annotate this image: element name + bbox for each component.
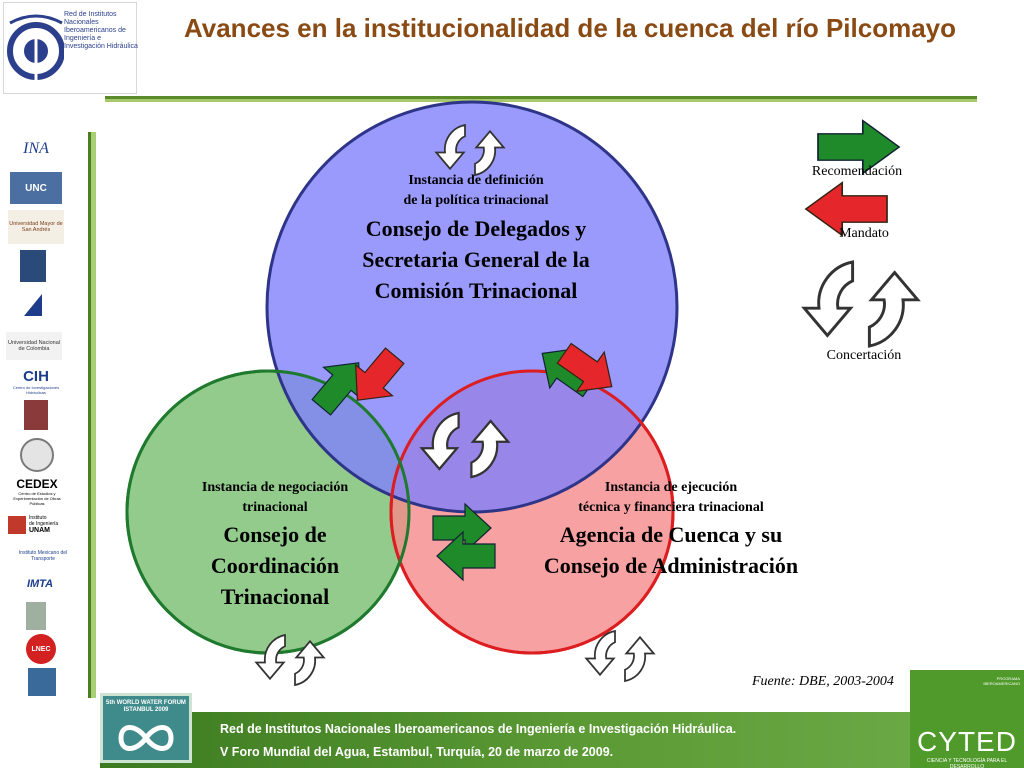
left-subtitle-2: trinacional — [242, 500, 308, 515]
wwf-infinity-icon — [118, 725, 174, 751]
cyted-logo: PROGRAMA IBEROAMERICANO CYTED CIENCIA Y … — [910, 670, 1024, 768]
right-circle-outline — [389, 369, 675, 655]
world-water-forum-logo: 5th WORLD WATER FORUM ISTANBUL 2009 — [100, 693, 192, 763]
source-note: Fuente: DBE, 2003-2004 — [752, 674, 894, 689]
top-circle — [265, 100, 679, 514]
ina-logo: INA — [23, 140, 49, 157]
triangle-logo-icon — [22, 290, 44, 320]
building-logo-icon — [28, 668, 56, 696]
title-divider — [105, 96, 977, 102]
left-circle-title: Consejo de Coordinación Trinacional — [210, 522, 340, 609]
umsa-logo: Universidad Mayor de San Andrés — [8, 210, 64, 244]
cih-logo: CIH Centro de Investigaciones Hidráulica… — [12, 367, 60, 395]
crest-logo-icon — [24, 400, 48, 430]
figure-logo-icon — [26, 602, 46, 630]
cyted-subtitle: CIENCIA Y TECNOLOGÍA PARA EL DESARROLLO — [926, 758, 1008, 768]
cyted-title: CYTED — [917, 726, 1017, 757]
imta-logo: IMTA — [26, 578, 54, 590]
institution-logos: INA UNC Universidad Mayor de San Andrés … — [0, 128, 88, 698]
legend-concertation-label: Concertación — [826, 348, 902, 363]
top-subtitle-2: de la política trinacional — [403, 193, 549, 208]
cedex-logo: CEDEX Centro de Estudios y Experimentaci… — [13, 476, 61, 506]
unc-logo: UNC — [10, 172, 62, 204]
cyted-program-text: PROGRAMA IBEROAMERICANO — [983, 676, 1020, 686]
slide-title: Avances en la institucionalidad de la cu… — [183, 13, 957, 43]
network-emblem-icon — [7, 14, 64, 81]
footer-line-1: Red de Institutos Nacionales Iberoameric… — [220, 722, 737, 736]
round-seal-icon — [20, 438, 54, 472]
lnec-logo: LNEC — [26, 634, 56, 664]
network-logo-text: Red de Institutos Nacionales Iberoameric… — [64, 11, 138, 50]
top-subtitle-1: Instancia de definición — [408, 173, 544, 188]
right-subtitle-2: técnica y financiera trinacional — [578, 500, 764, 515]
unal-logo: Universidad Nacional de Colombia — [6, 332, 62, 360]
shield-logo-icon — [20, 250, 46, 282]
top-circle-title: Consejo de Delegados y Secretaria Genera… — [362, 216, 590, 303]
unam-logo: Instituto de Ingeniería UNAM — [8, 512, 70, 538]
legend-concertation-icon — [802, 260, 920, 348]
unam-mark-icon — [8, 516, 26, 534]
footer-bar — [100, 712, 910, 768]
network-logo: Red de Institutos Nacionales Iberoameric… — [3, 2, 138, 94]
imt-logo: Instituto Mexicano del Transporte — [18, 550, 68, 562]
right-circle-title: Agencia de Cuenca y su Consejo de Admini… — [543, 522, 799, 578]
right-subtitle-1: Instancia de ejecución — [604, 480, 738, 495]
sidebar-divider — [88, 132, 96, 698]
left-subtitle-1: Instancia de negociación — [201, 480, 349, 495]
legend-mandate-label: Mandato — [839, 226, 889, 241]
wwf-title: 5th WORLD WATER FORUM ISTANBUL 2009 — [106, 700, 186, 713]
footer-line-2: V Foro Mundial del Agua, Estambul, Turqu… — [220, 745, 614, 759]
legend-recommendation-label: Recomendación — [811, 164, 903, 179]
